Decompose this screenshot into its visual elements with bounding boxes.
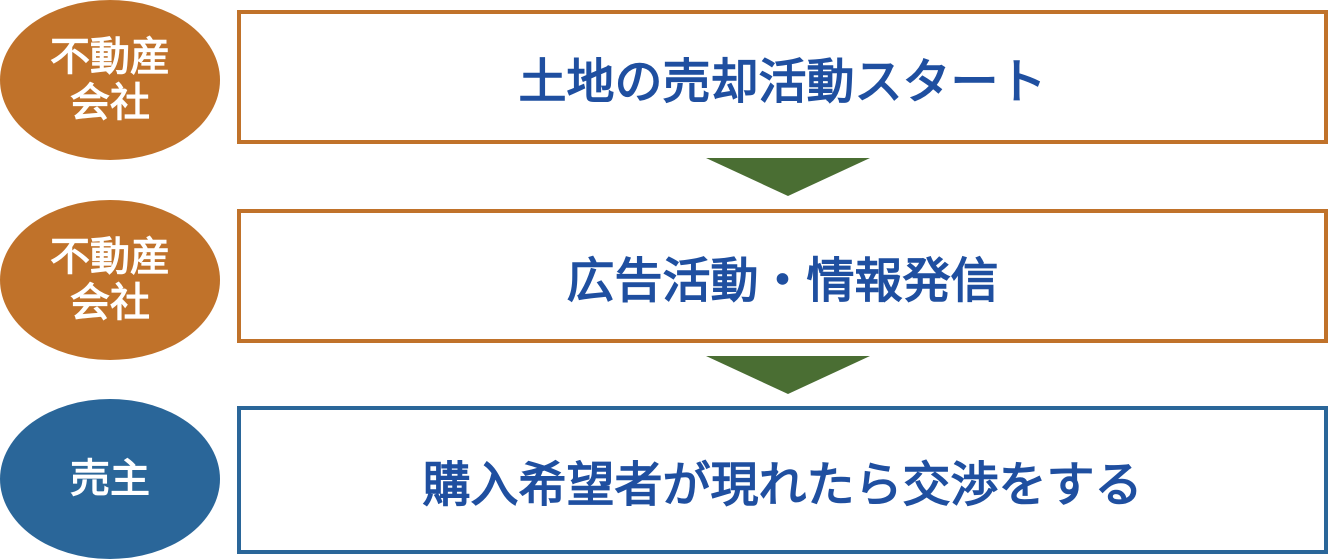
step-label: 広告活動・情報発信 <box>566 253 999 309</box>
actor-real-estate-company: 不動産 会社 <box>0 0 220 160</box>
down-arrow-icon <box>706 356 870 394</box>
actor-label: 売主 <box>70 456 150 502</box>
actor-label: 不動産 会社 <box>50 34 170 126</box>
step-label: 購入希望者が現れたら交渉をする <box>422 457 1143 513</box>
actor-label: 不動産 会社 <box>50 234 170 326</box>
step-label: 土地の売却活動スタート <box>518 54 1047 110</box>
actor-seller: 売主 <box>0 399 220 559</box>
step-box-negotiation: 購入希望者が現れたら交渉をする <box>237 406 1328 554</box>
step-box-start-sale: 土地の売却活動スタート <box>237 10 1328 144</box>
actor-real-estate-company: 不動産 会社 <box>0 200 220 360</box>
down-arrow-icon <box>706 158 870 196</box>
step-box-advertising: 広告活動・情報発信 <box>237 209 1328 343</box>
